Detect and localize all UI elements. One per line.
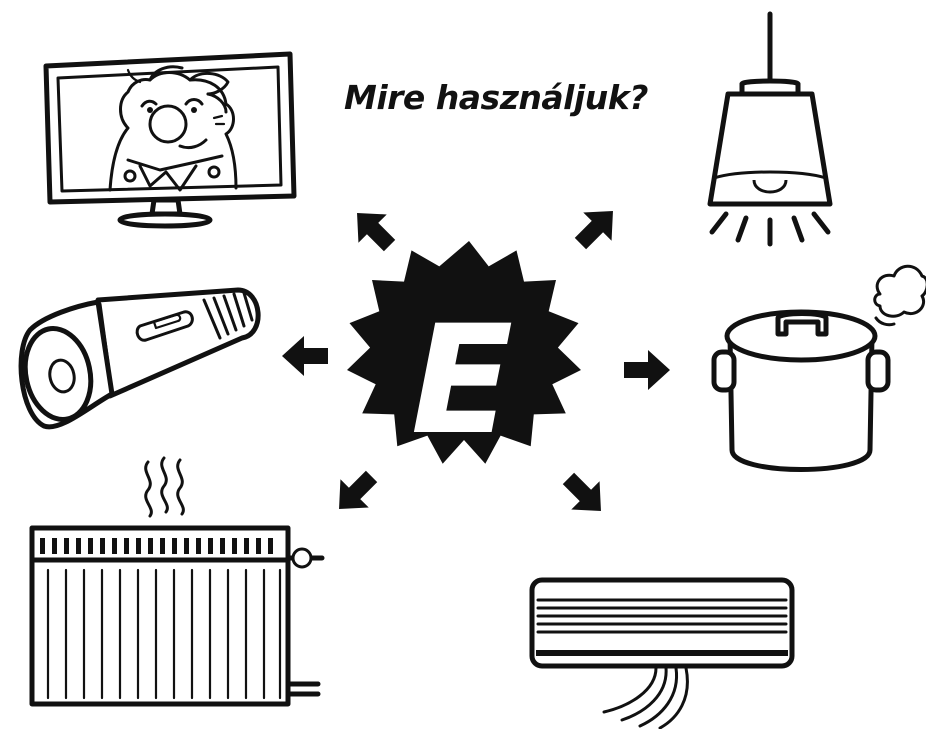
arrow-right-icon	[624, 350, 670, 390]
energy-burst-icon: E	[347, 241, 581, 468]
arrow-down-left-icon	[325, 462, 386, 523]
flashlight-icon	[17, 290, 258, 427]
air-conditioner-icon	[532, 580, 792, 728]
arrow-up-left-icon	[343, 199, 404, 260]
arrow-up-right-icon	[566, 197, 627, 258]
cooking-pot-icon	[714, 266, 926, 469]
ceiling-lamp-icon	[710, 14, 830, 244]
radiator-icon	[32, 458, 322, 704]
page-title: Mire használjuk?	[344, 78, 648, 117]
tv-icon	[46, 54, 294, 226]
arrow-down-right-icon	[554, 464, 615, 525]
center-letter: E	[411, 294, 513, 468]
arrow-left-icon	[282, 336, 328, 376]
